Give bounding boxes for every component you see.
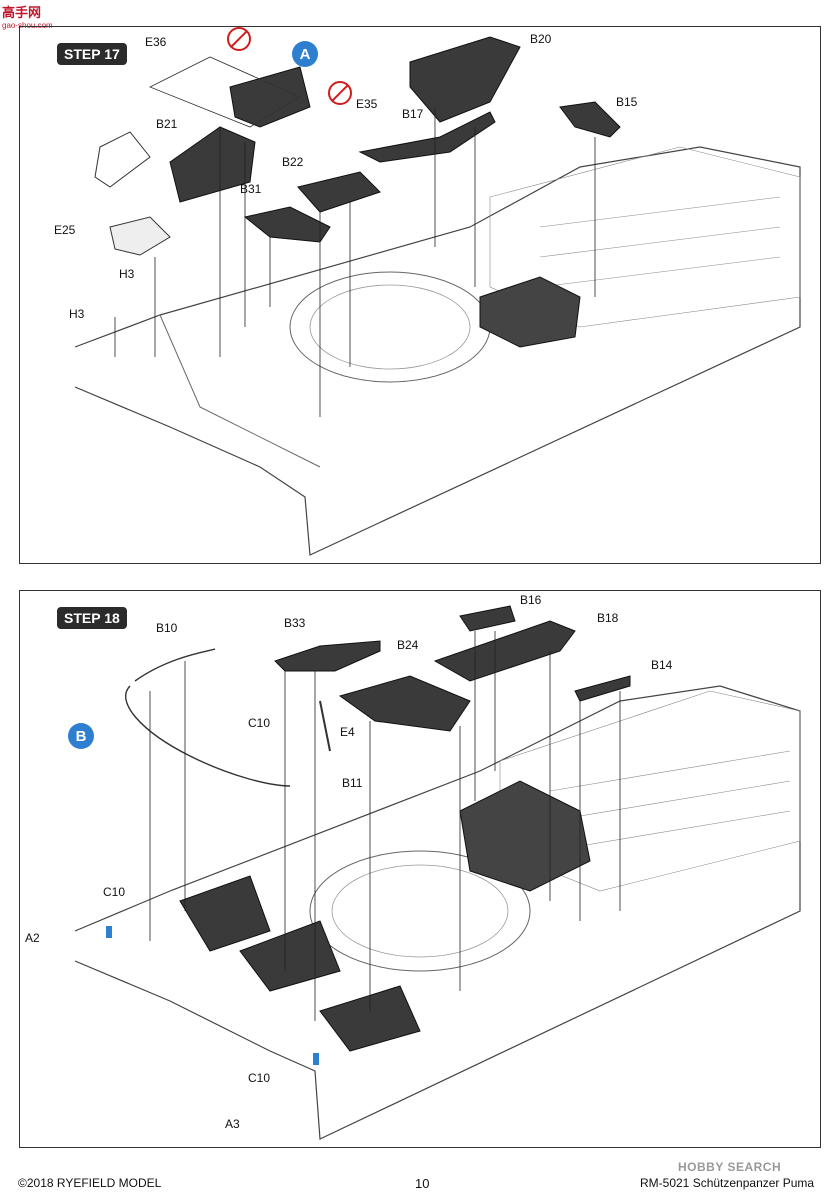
- part-c10-blue: [313, 1053, 319, 1065]
- part-e4-antenna: [319, 700, 331, 752]
- step-18-title: STEP 18: [57, 607, 127, 629]
- label-b11: B11: [342, 776, 363, 790]
- plate-b31: [243, 206, 331, 243]
- plate-b20: [409, 36, 521, 123]
- turret-ring: [309, 850, 531, 972]
- label-c10-bottom: C10: [248, 1071, 271, 1085]
- leader-lines: [149, 631, 621, 1021]
- label-b10: B10: [156, 621, 178, 635]
- callout-b: B: [68, 723, 94, 749]
- label-b18: B18: [597, 611, 619, 625]
- plate-b18: [433, 620, 576, 682]
- label-b21: B21: [156, 117, 178, 131]
- site-logo-sub: gao-shou.com: [2, 21, 53, 30]
- plate-b22: [297, 171, 381, 213]
- label-a3: A3: [225, 1117, 240, 1131]
- label-b33: B33: [284, 616, 306, 630]
- plate-bottom: [319, 985, 421, 1052]
- label-e35: E35: [356, 97, 378, 111]
- no-cement-icon: [328, 81, 352, 105]
- turret-ring-inner: [331, 864, 509, 958]
- label-b22: B22: [282, 155, 304, 169]
- label-b20: B20: [530, 32, 552, 46]
- label-b14: B14: [651, 658, 673, 672]
- step-17-panel: STEP 17 A E36 E35 B20 B15 B17 B21 B22 B3…: [19, 26, 821, 564]
- label-b16: B16: [520, 593, 542, 607]
- callout-a: A: [292, 41, 318, 67]
- plate-b14: [574, 675, 631, 702]
- turret-ring-plate: [459, 780, 591, 892]
- label-c10-left: C10: [103, 885, 126, 899]
- label-e36: E36: [145, 35, 167, 49]
- plate-b33: [274, 640, 381, 672]
- hatch-cover: [94, 131, 151, 188]
- footer-page-number: 10: [415, 1176, 430, 1191]
- part-b10-rail: [124, 648, 291, 787]
- label-h3-b: H3: [69, 307, 85, 321]
- label-b24: B24: [397, 638, 419, 652]
- hull-deck: [159, 314, 321, 468]
- engine-deck: [489, 146, 801, 328]
- plate-b15: [559, 101, 621, 138]
- step-17-title: STEP 17: [57, 43, 127, 65]
- step-18-drawing: [74, 605, 801, 1140]
- label-b17: B17: [402, 107, 424, 121]
- plate-front: [179, 875, 271, 952]
- plate-b17: [358, 111, 496, 163]
- turret-ring-plate: [479, 276, 581, 348]
- part-c10-blue: [106, 926, 112, 938]
- label-b31: B31: [240, 182, 262, 196]
- label-h3-a: H3: [119, 267, 135, 281]
- label-e4: E4: [340, 725, 355, 739]
- plate-b21: [169, 126, 256, 203]
- step-18-panel: STEP 18 B B10 B33 B16 B18 B24 B14 C10 E4…: [19, 590, 821, 1148]
- label-b15: B15: [616, 95, 638, 109]
- step-17-drawing: [74, 36, 801, 556]
- turret-ring-inner: [309, 284, 471, 370]
- label-a2: A2: [25, 931, 40, 945]
- plate-b24: [338, 675, 471, 732]
- watermark: HOBBY SEARCH: [678, 1160, 782, 1174]
- site-logo-text: 高手网: [2, 5, 42, 20]
- hull-outline: [74, 685, 801, 1140]
- hatch-e25: [109, 216, 171, 256]
- part-e36-frame: [149, 56, 301, 128]
- plate-a: [229, 66, 311, 128]
- leader-lines: [114, 107, 596, 417]
- footer-product: RM-5021 Schützenpanzer Puma: [640, 1176, 815, 1190]
- label-e25: E25: [54, 223, 76, 237]
- plate-b16: [459, 605, 516, 632]
- no-cement-icon: [227, 27, 251, 51]
- footer-copyright: ©2018 RYEFIELD MODEL: [18, 1176, 162, 1190]
- label-c10-top: C10: [248, 716, 271, 730]
